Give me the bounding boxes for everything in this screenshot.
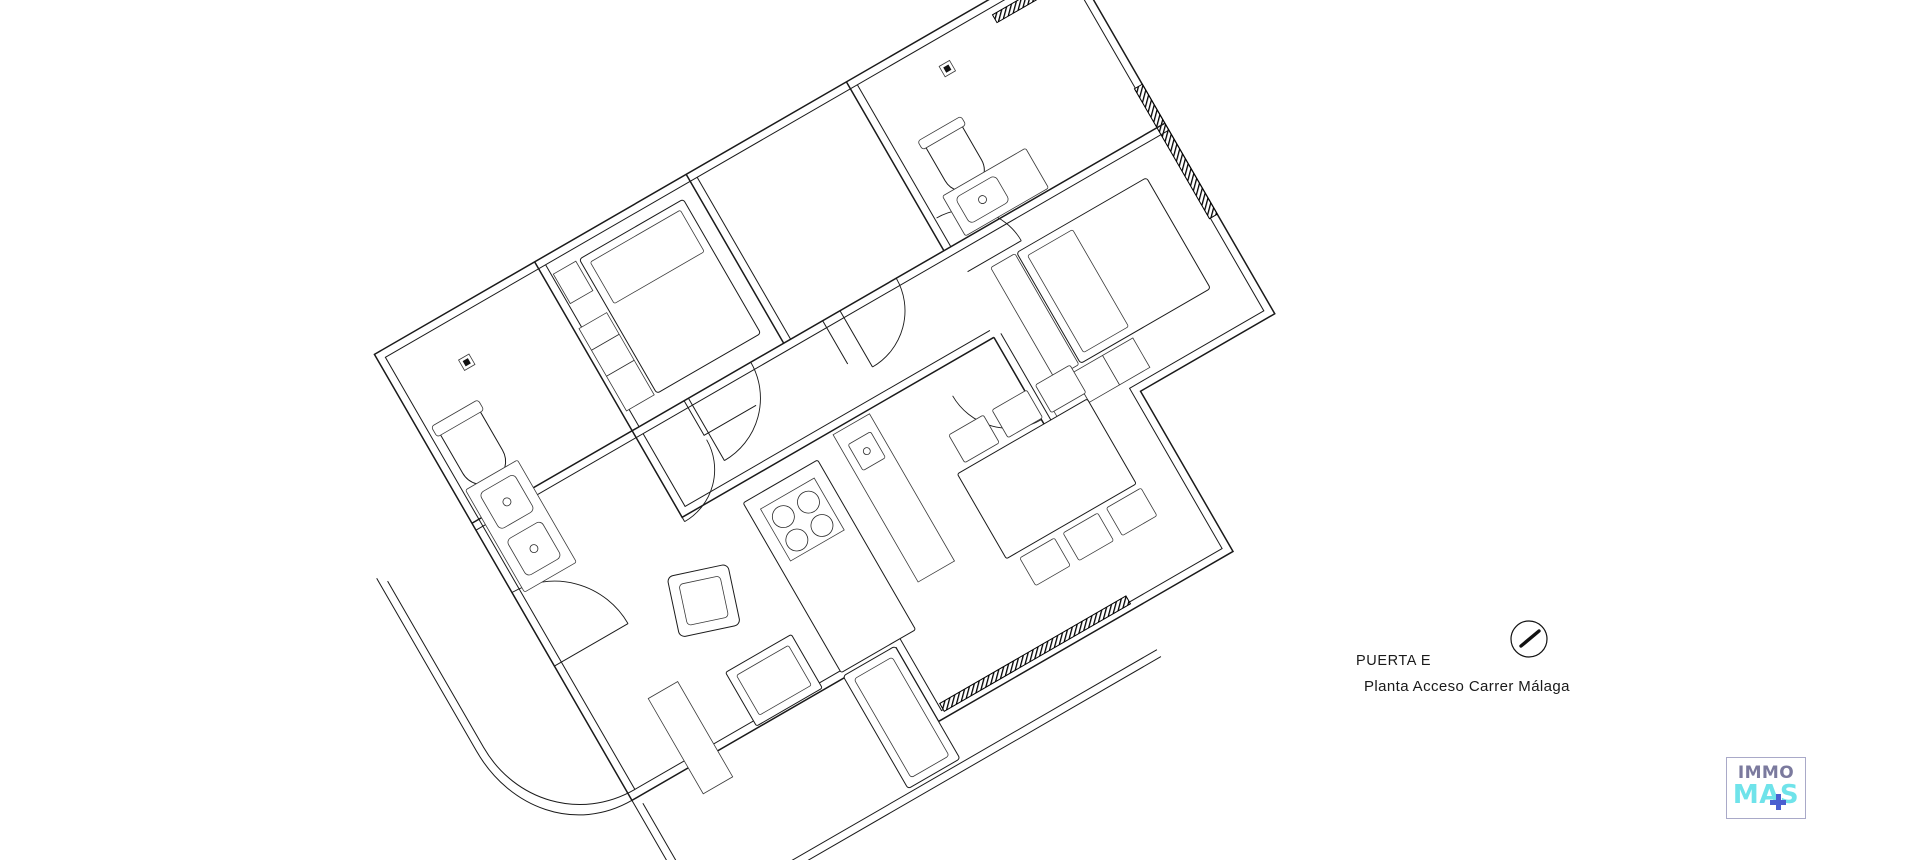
plan-subtitle: Planta Acceso Carrer Málaga [1364,678,1570,695]
exterior-walls [373,0,1276,802]
glazing-hatch [939,0,1218,712]
dining-table [957,399,1136,559]
armchair [667,564,740,637]
plan-geometry [373,0,1276,860]
kitchen-island [743,460,916,673]
logo-immo-text: IMMO [1737,763,1795,783]
immo-mas-logo: IMMO MAS [1726,757,1806,819]
coffee-table [725,634,823,726]
terrace [631,649,1162,860]
cooktop [759,477,845,562]
bed-2 [990,178,1210,379]
bed-1 [552,199,761,393]
bathroom-1-fixtures [431,353,577,592]
logo-mas-text: MAS [1732,780,1800,810]
north-arrow-icon [1510,620,1548,658]
wardrobe-1 [578,312,655,412]
plan-title: PUERTA E [1356,653,1432,669]
curved-facade [376,577,636,816]
logo-plus-icon [1770,794,1786,810]
sofa [843,646,960,789]
dining-chairs [949,365,1157,586]
bathroom-2-fixtures [918,59,1049,236]
kitchen-counter [832,413,956,583]
plan-annotation: PUERTA E Planta Acceso Carrer Málaga [1356,652,1716,696]
sideboard [647,681,734,795]
